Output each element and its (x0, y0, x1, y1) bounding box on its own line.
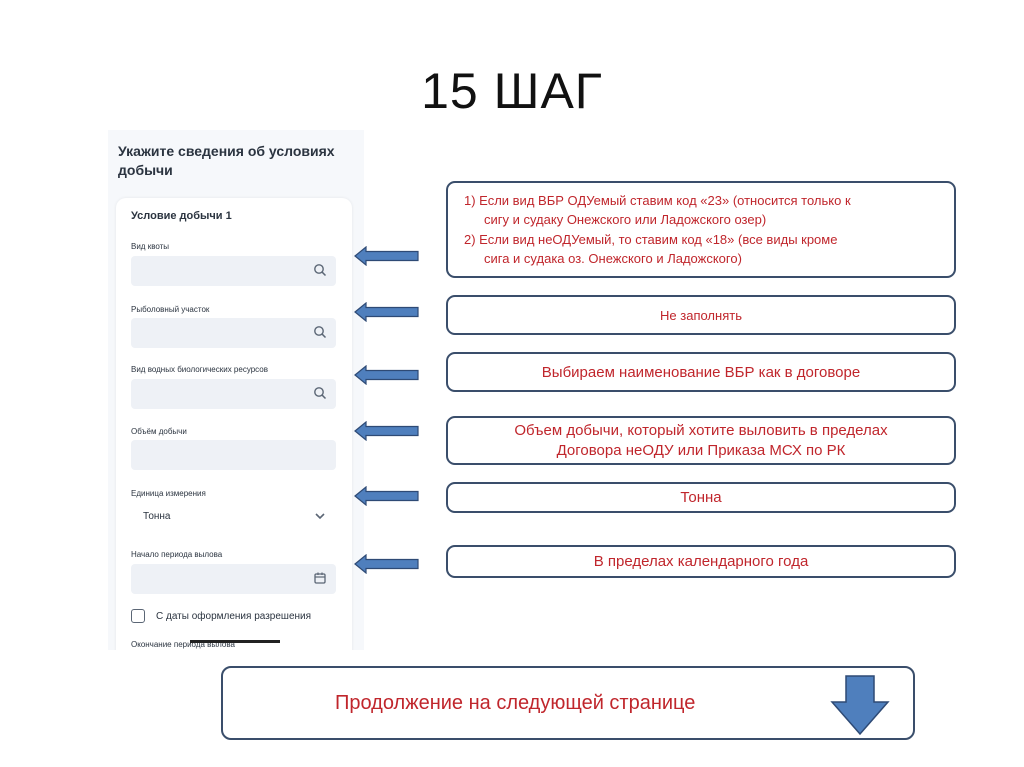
left-arrow-icon (354, 554, 419, 574)
down-arrow-icon (830, 675, 890, 736)
callout-catch-volume: Объем добычи, который хотите выловить в … (446, 416, 956, 465)
left-arrow-icon (354, 302, 419, 322)
chevron-down-icon[interactable] (313, 509, 327, 523)
card-title: Условие добычи 1 (131, 210, 232, 222)
catch-volume-input[interactable] (131, 440, 336, 470)
callout-line: 1) Если вид ВБР ОДУемый ставим код «23» … (464, 192, 851, 208)
fishing-area-input[interactable] (131, 318, 336, 348)
quota-type-label: Вид квоты (131, 242, 170, 251)
callout-line: сига и судака оз. Онежского и Ладожского… (484, 251, 742, 266)
callout-bio-resource: Выбираем наименование ВБР как в договоре (446, 352, 956, 392)
bio-resource-label: Вид водных биологических ресурсов (131, 365, 268, 374)
left-arrow-icon (354, 486, 419, 506)
left-arrow-icon (354, 365, 419, 385)
callout-line: Договора неОДУ или Приказа МСХ по РК (556, 441, 846, 459)
continuation-note: Продолжение на следующей странице (221, 666, 915, 740)
callout-unit: Тонна (446, 482, 956, 513)
callout-line: Объем добычи, который хотите выловить в … (514, 421, 888, 439)
callout-fishing-area: Не заполнять (446, 295, 956, 335)
continuation-text: Продолжение на следующей странице (335, 692, 696, 714)
period-start-input[interactable] (131, 564, 336, 594)
callout-period-start: В пределах календарного года (446, 545, 956, 578)
calendar-icon[interactable] (313, 571, 327, 585)
fishing-area-label: Рыболовный участок (131, 305, 210, 314)
unit-label: Единица измерения (131, 489, 206, 498)
search-icon[interactable] (313, 263, 327, 277)
period-start-label: Начало периода вылова (131, 550, 223, 559)
unit-select[interactable]: Тонна (131, 502, 336, 532)
callout-line: 2) Если вид неОДУемый, то ставим код «18… (464, 231, 838, 247)
catch-volume-label: Объём добычи (131, 427, 187, 436)
search-icon[interactable] (313, 325, 327, 339)
search-icon[interactable] (313, 386, 327, 400)
bio-resource-input[interactable] (131, 379, 336, 409)
scrollbar[interactable] (190, 640, 280, 643)
form-screenshot: Укажите сведения об условиях добычи Усло… (108, 130, 364, 650)
callout-quota-type: 1) Если вид ВБР ОДУемый ставим код «23» … (446, 181, 956, 278)
condition-card: Условие добычи 1 Вид квоты Рыболовный уч… (116, 198, 352, 650)
quota-type-input[interactable] (131, 256, 336, 286)
form-heading: Укажите сведения об условиях добычи (118, 143, 335, 178)
left-arrow-icon (354, 246, 419, 266)
from-permit-date-label: С даты оформления разрешения (156, 611, 312, 622)
period-end-label: Окончание периода вылова (131, 640, 235, 649)
from-permit-date-checkbox[interactable] (131, 609, 145, 623)
unit-select-value: Тонна (143, 511, 171, 522)
callout-line: сигу и судаку Онежского или Ладожского о… (484, 212, 767, 227)
slide-title: 15 ШАГ (421, 63, 603, 119)
left-arrow-icon (354, 421, 419, 441)
